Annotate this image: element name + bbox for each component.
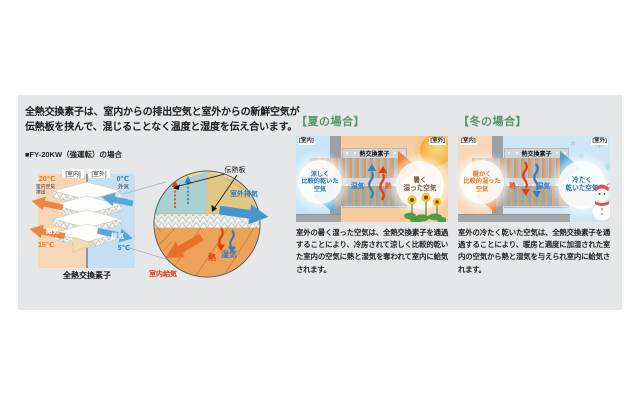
stack-outdoor-tag: [室外] [91,170,107,178]
winter-moisture-label: 湿気 [537,183,551,190]
cream-wedge [72,236,96,253]
detail-heat-label: 熱 [208,252,216,262]
summer-description: 室外の暑く湿った空気は、全熱交換素子を通過することにより、冷房されて涼しく比較的… [296,228,448,274]
summer-transfer-arrows [367,164,387,201]
indoor-supply-arrow-big [165,233,204,258]
exhaust-temp: 20℃ [39,175,55,183]
sunflowers-icon [404,192,446,222]
outdoor-temp: 0℃ [117,175,129,183]
winter-scene: ❄ ❄ ✻ ✻ 熱交換素子 熱 湿気 暖かく 比較的湿った 空気 冷たく 乾いた… [458,136,610,222]
supply-arrow [29,224,66,240]
outdoor-air-label: 外気 [118,183,130,191]
summer-indoor-tag: [室内] [298,138,315,145]
winter-indoor-tag: [室内] [460,138,477,145]
supply-temp: 15℃ [38,241,54,249]
supply-arrow-label: 給気 [46,226,60,235]
summer-element-label: 熱交換素子 [359,152,390,158]
snowflake-icon: ❄ [578,152,585,161]
exhaust-label-1: 室内空気 [36,183,55,190]
exhaust-out-temp: 5℃ [118,244,130,252]
snowman-icon [591,183,610,222]
winter-transfer-arrows [521,161,541,198]
summer-indoor-air-bubble: 涼しく 比較的乾いた 空気 [298,160,342,204]
outdoor-exhaust-arrow-big [218,204,269,225]
stack-arrows: 20℃ 室内空気 排出 0℃ 外気 給気 15℃ 排気 5℃ [29,175,134,252]
snowflake-icon: ✻ [604,162,610,172]
plate-pointer: 伝熱板 [173,165,246,212]
winter-title: 【冬の場合】 [458,116,527,128]
outdoor-air-arrow [101,192,134,207]
winter-outdoor-tag: [室外] [591,138,608,145]
exhaust-arrow-label: 排気 [111,231,125,240]
summer-title: 【夏の場合】 [296,116,365,128]
snowflake-icon: ✻ [570,141,576,148]
plate-label: 伝熱板 [225,165,246,174]
summer-panel: 【夏の場合】 熱交換素子 湿気 熱 涼しく 比較的乾いた 空気 暑く 湿った空気 [296,113,448,293]
winter-panel: 【冬の場合】 ❄ ❄ ✻ ✻ 熱交換素子 熱 湿気 暖かく 比較的湿った 空気 … [458,113,610,293]
exhaust-label-2: 排出 [36,189,46,196]
heat-exchange-element-diagram: [室内] [室外] 20℃ 室内空気 排出 0℃ [29,165,269,280]
magnifier-line-bottom [122,245,170,261]
summer-heat-label: 熱 [385,183,392,190]
winter-floor [458,214,570,222]
magnifier-line-top [122,181,167,195]
summer-outdoor-tag: [室外] [429,138,446,145]
winter-element-label: 熱交換素子 [521,152,552,158]
plate-stack [52,181,122,253]
stack-caption: 全熱交換素子 [62,270,111,280]
outdoor-exhaust-label: 室外排気 [230,189,258,198]
summer-scene: 熱交換素子 湿気 熱 涼しく 比較的乾いた 空気 暑く 湿った空気 [296,136,448,222]
summer-moisture-label: 湿気 [351,183,365,190]
indoor-supply-label: 室内給気 [149,269,177,278]
intro-description: 全熱交換素子は、室内からの排出空気と室外からの新鮮空気が伝熱板を挟んで、混じるこ… [25,107,300,133]
exhaust-out-arrow [96,227,133,243]
detail-moisture-label: 湿気 [221,249,237,259]
indoor-exhaust-arrow [31,196,64,211]
magnifier-circle: 熱 湿気 室外排気 室内給気 [149,170,269,278]
winter-description: 室外の冷たく乾いた空気は、全熱交換素子を通過することにより、暖房と適度に加湿され… [458,228,610,274]
winter-indoor-air-bubble: 暖かく 比較的湿った 空気 [460,160,504,204]
model-note: ■FY-20KW（強運転）の場合 [25,150,123,159]
summer-floor [296,214,341,222]
winter-heat-label: 熱 [509,183,516,190]
stack-indoor-tag: [室内] [65,170,81,178]
